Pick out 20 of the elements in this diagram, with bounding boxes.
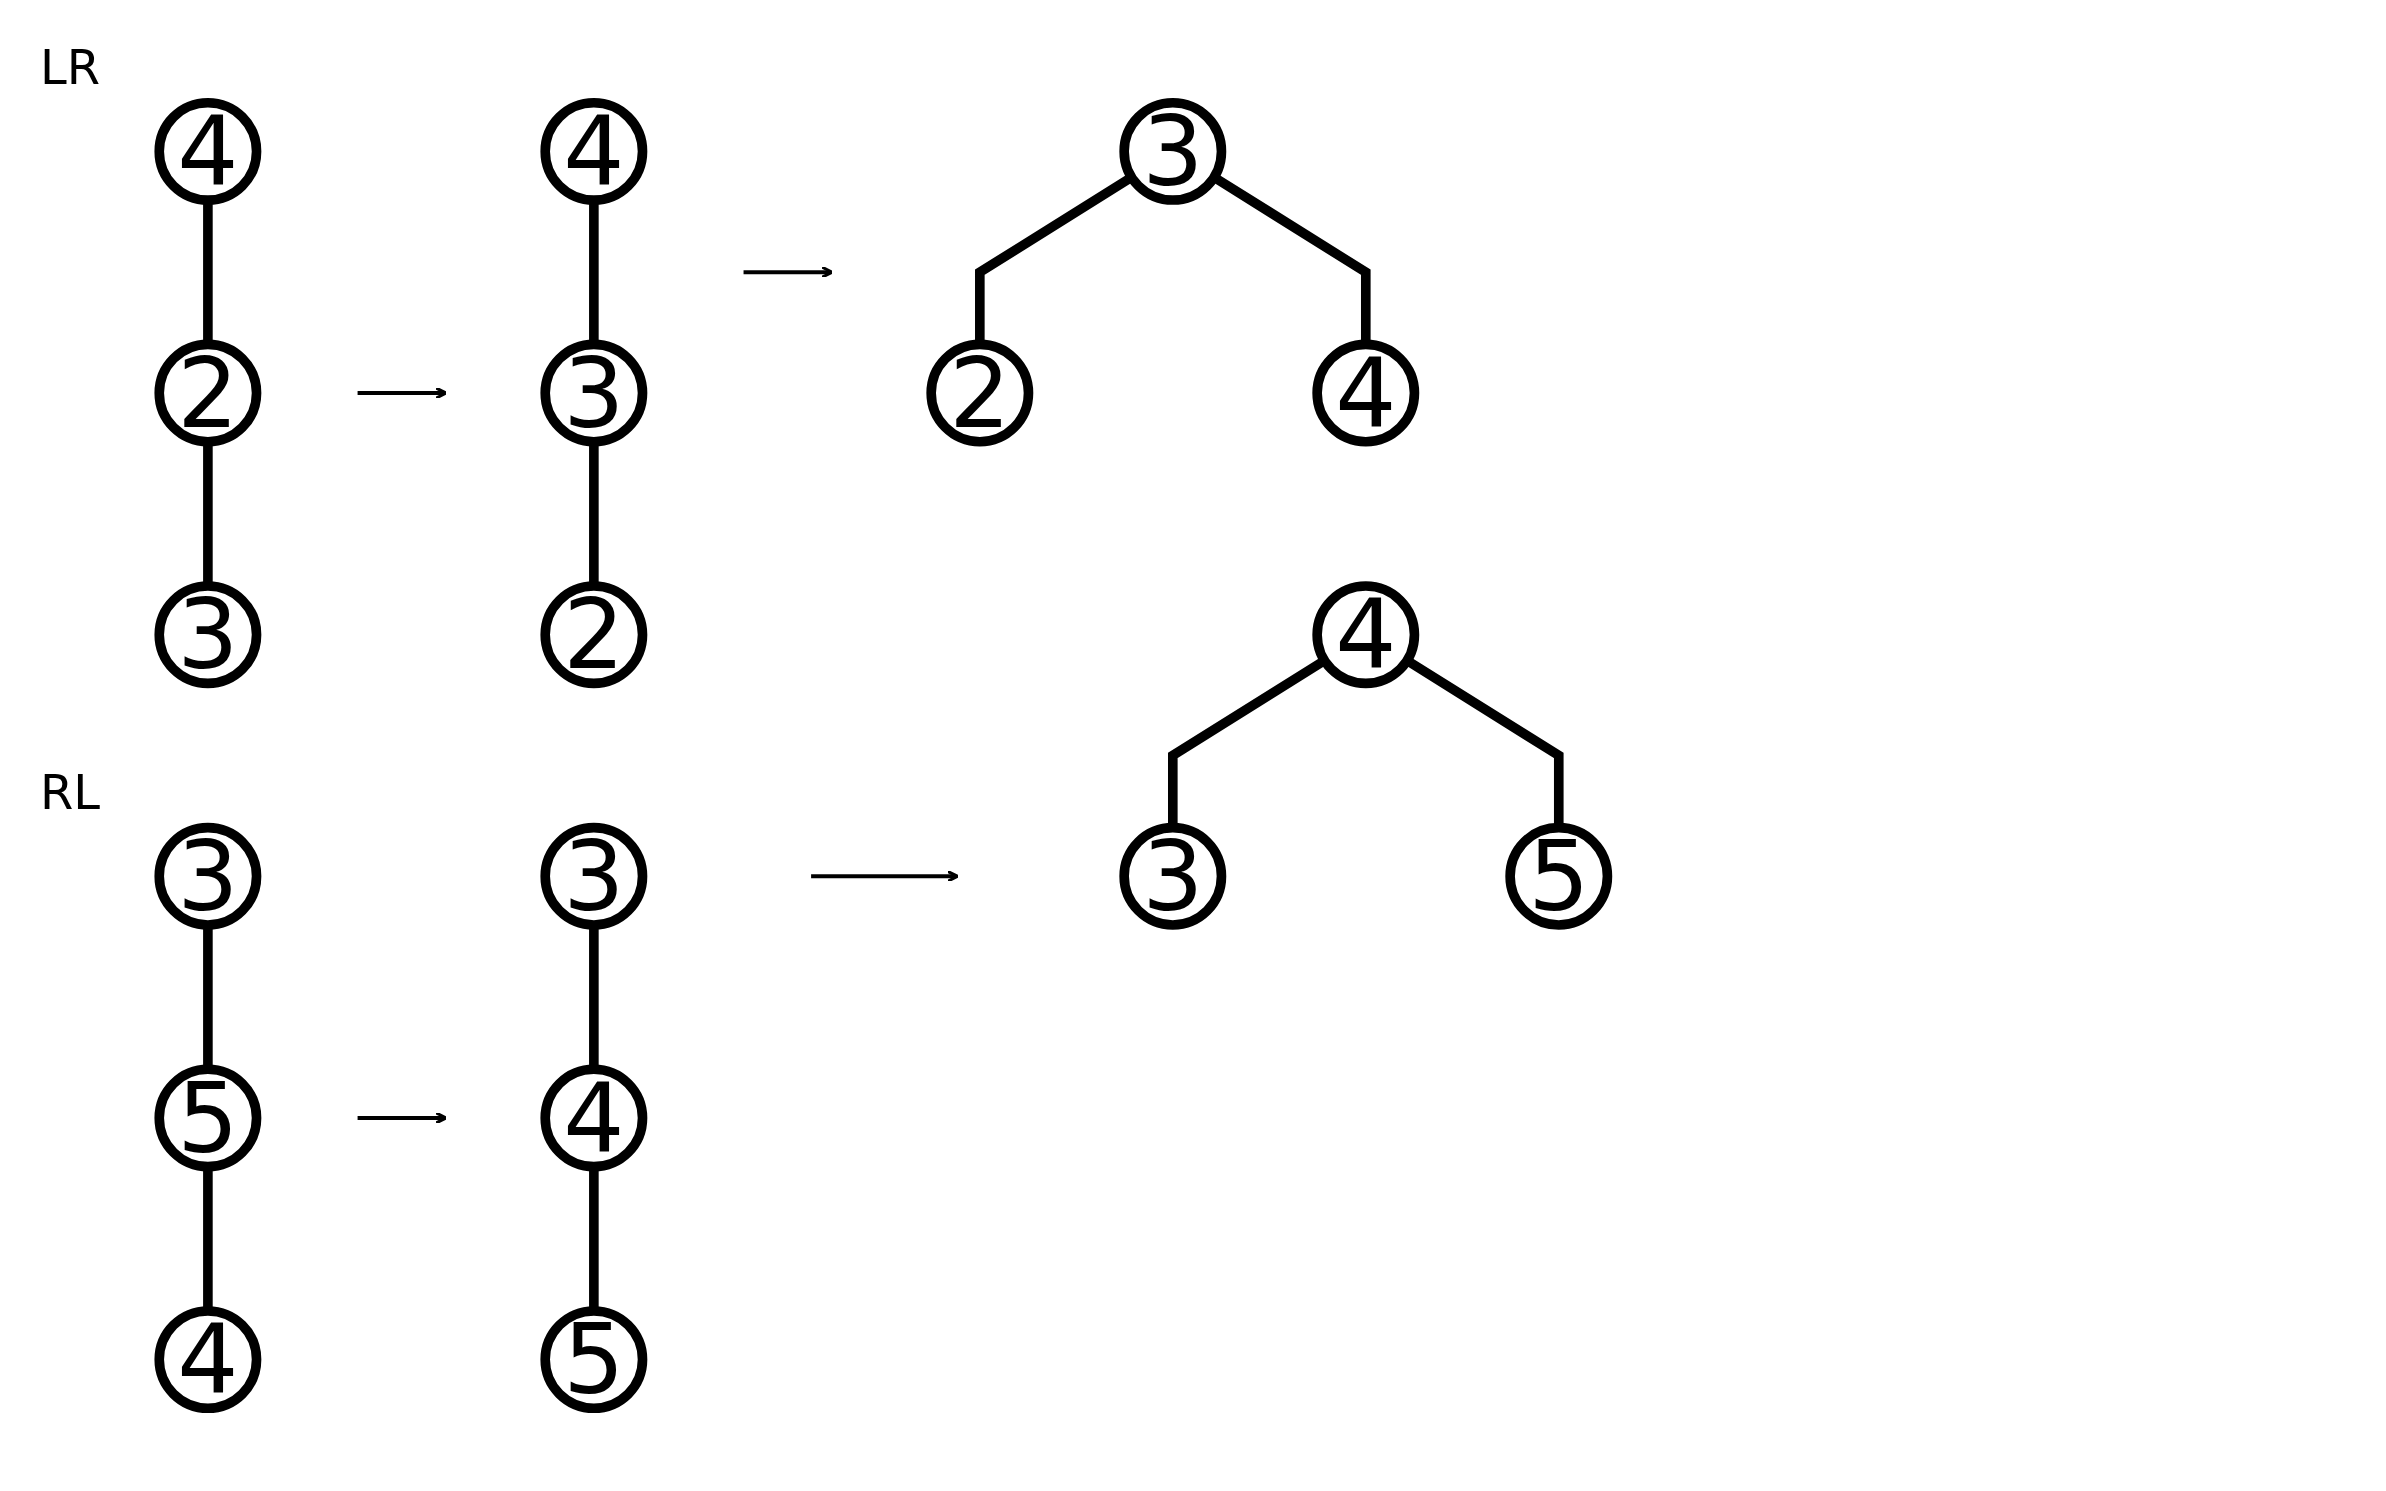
node-circle: 3 xyxy=(540,822,648,930)
section-label: RL xyxy=(40,764,101,821)
node-circle: 4 xyxy=(154,1306,262,1414)
node-circle: 3 xyxy=(154,581,262,689)
node-circle: 3 xyxy=(540,339,648,447)
node-circle: 4 xyxy=(154,97,262,205)
node-circle: 2 xyxy=(926,339,1034,447)
node-circle: 5 xyxy=(1505,822,1613,930)
node-circle: 4 xyxy=(1312,581,1420,689)
node-circle: 3 xyxy=(1119,822,1227,930)
node-circle: 4 xyxy=(540,1064,648,1172)
node-circle: 3 xyxy=(154,822,262,930)
section-label: LR xyxy=(40,39,101,96)
node-circle: 2 xyxy=(154,339,262,447)
node-circle: 3 xyxy=(1119,97,1227,205)
node-circle: 4 xyxy=(1312,339,1420,447)
node-circle: 5 xyxy=(154,1064,262,1172)
node-circle: 5 xyxy=(540,1306,648,1414)
node-circle: 4 xyxy=(540,97,648,205)
node-circle: 2 xyxy=(540,581,648,689)
